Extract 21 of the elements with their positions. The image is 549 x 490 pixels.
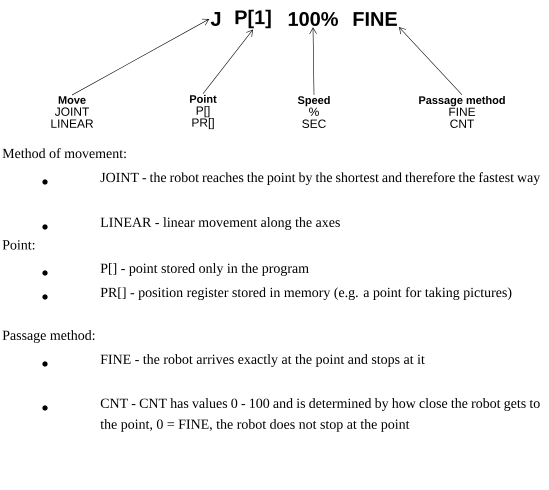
arrow [309,27,317,96]
parameter-column: Move JOINT LINEAR [51,96,94,128]
command-part: FINE [354,12,397,26]
bullet-text: CNT - CNT has values 0 - 100 and is determined by how close the robot gets to the point, 0 = FINE, the robot does not stop at the point [100,398,540,432]
section-heading: Passage method: [2,330,94,343]
bullet-text: JOINT - the robot reaches the point by the shortest and therefore the fastest way [100,172,540,186]
parameter-column: Passage method FINE CNT [419,96,505,128]
bullet-text: PR[] - position register stored in memory (e.g. a point for taking pictures) [100,287,512,300]
bullet-text: FINE - the robot arrives exactly at the point and stops at it [100,354,425,367]
section-heading: Point: [2,240,34,250]
parameter-column: Speed % SEC [298,96,330,128]
parameter-column: Point P[] PR[] [190,94,217,130]
arrow [398,27,462,96]
command-part: 100% [288,12,338,26]
arrow [202,29,253,94]
bullet-text: LINEAR - linear movement along the axes [100,217,340,230]
command-part: P[1] [236,10,271,28]
section-heading: Method of movement: [2,148,126,158]
bullet-text: P[] - point stored only in the program [100,263,309,276]
command-part: J [210,12,220,26]
arrow [72,18,210,96]
